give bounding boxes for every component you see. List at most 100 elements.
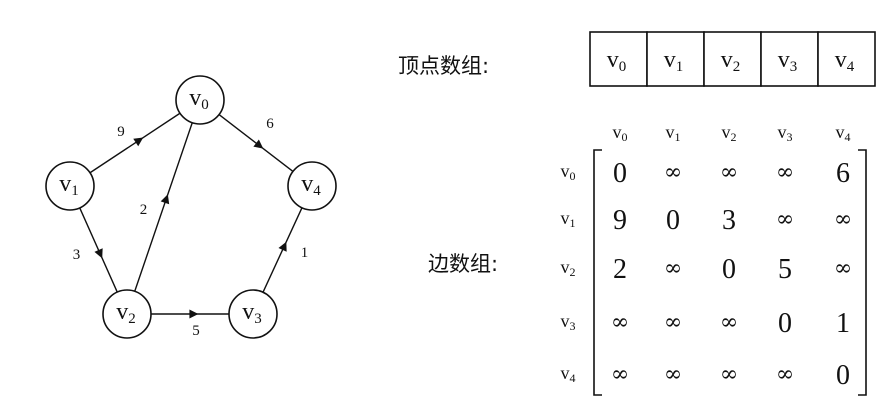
matrix-cell-2-4: ∞ <box>834 256 852 281</box>
row-header-1-subscript: 1 <box>570 216 576 230</box>
vertex-cell-label-2-subscript: 2 <box>733 59 741 75</box>
row-header-4: v4 <box>561 363 576 385</box>
row-header-0-subscript: 0 <box>570 169 576 183</box>
matrix-cell-4-4: 0 <box>836 360 850 391</box>
edge-arrow-v2-v3 <box>189 309 199 319</box>
vertex-cell-label-3-subscript: 3 <box>790 59 798 75</box>
matrix-left-bracket <box>593 149 602 396</box>
col-header-4-subscript: 4 <box>845 130 851 144</box>
edge-arrow-v0-v4 <box>253 139 264 149</box>
vertex-cell-2 <box>703 31 762 87</box>
matrix-cell-3-0: ∞ <box>611 310 629 335</box>
node-label-v0-letter: v <box>189 85 201 111</box>
edge-v1-v2 <box>79 207 118 293</box>
node-circle-v1 <box>45 161 95 211</box>
node-v4: v4 <box>287 161 337 211</box>
edge-weight-v1-v2: 3 <box>73 247 81 263</box>
node-label-v3-subscript: 3 <box>254 311 262 327</box>
vertex-cell-label-1-subscript: 1 <box>676 59 684 75</box>
row-header-1-letter: v <box>561 208 570 228</box>
vertex-array-label: 顶点数组: <box>398 54 489 78</box>
matrix-cell-3-2: ∞ <box>720 310 738 335</box>
matrix-cell-1-4: ∞ <box>834 207 852 232</box>
edge-weight-v3-v4: 1 <box>301 245 309 261</box>
node-label-v2-letter: v <box>116 299 128 325</box>
col-header-0-subscript: 0 <box>622 130 628 144</box>
row-header-2-subscript: 2 <box>570 265 576 279</box>
vertex-cell-label-0: v0 <box>607 47 627 75</box>
vertex-cell-label-3-letter: v <box>778 47 790 73</box>
vertex-cell-1 <box>646 31 705 87</box>
row-header-2-letter: v <box>561 257 570 277</box>
edge-weight-v0-v4: 6 <box>266 116 274 132</box>
col-header-4: v4 <box>836 122 851 144</box>
matrix-cell-1-3: ∞ <box>776 207 794 232</box>
row-header-3: v3 <box>561 311 576 333</box>
edge-array-label: 边数组: <box>428 252 498 276</box>
edge-arrow-v1-v2 <box>94 248 103 259</box>
col-header-0: v0 <box>613 122 628 144</box>
matrix-cell-4-2: ∞ <box>720 362 738 387</box>
matrix-right-bracket <box>858 149 867 396</box>
row-header-3-letter: v <box>561 311 570 331</box>
matrix-cell-4-3: ∞ <box>776 362 794 387</box>
matrix-cell-4-0: ∞ <box>611 362 629 387</box>
vertex-cell-label-1: v1 <box>664 47 684 75</box>
matrix-cell-2-0: 2 <box>613 254 627 285</box>
matrix-cell-4-1: ∞ <box>664 362 682 387</box>
node-circle-v3 <box>228 289 278 339</box>
node-label-v3-letter: v <box>242 299 254 325</box>
row-header-0: v0 <box>561 161 576 183</box>
vertex-cell-3 <box>760 31 819 87</box>
row-header-4-letter: v <box>561 363 570 383</box>
matrix-cell-0-4: 6 <box>836 158 850 189</box>
edge-v0-v4 <box>218 114 294 172</box>
col-header-2-letter: v <box>722 122 731 142</box>
node-label-v2-subscript: 2 <box>128 311 136 327</box>
matrix-cell-2-1: ∞ <box>664 256 682 281</box>
node-label-v2: v2 <box>116 299 136 327</box>
matrix-cell-3-4: 1 <box>836 308 850 339</box>
node-label-v1: v1 <box>59 171 79 199</box>
matrix-cell-3-1: ∞ <box>664 310 682 335</box>
edge-arrow-v3-v4 <box>278 241 287 252</box>
node-v3: v3 <box>228 289 278 339</box>
row-header-0-letter: v <box>561 161 570 181</box>
col-header-2-subscript: 2 <box>731 130 737 144</box>
matrix-cell-2-3: 5 <box>778 254 792 285</box>
node-label-v4-letter: v <box>301 171 313 197</box>
edge-v2-v0 <box>134 122 193 292</box>
col-header-0-letter: v <box>613 122 622 142</box>
matrix-cell-0-1: ∞ <box>664 160 682 185</box>
vertex-cell-label-0-subscript: 0 <box>619 59 627 75</box>
col-header-2: v2 <box>722 122 737 144</box>
node-circle-v0 <box>175 75 225 125</box>
vertex-cell-label-2-letter: v <box>721 47 733 73</box>
edge-arrow-v1-v0 <box>133 137 144 147</box>
vertex-cell-label-2: v2 <box>721 47 741 75</box>
col-header-1-subscript: 1 <box>675 130 681 144</box>
edge-arrow-v2-v0 <box>160 194 170 205</box>
col-header-1-letter: v <box>666 122 675 142</box>
node-label-v3: v3 <box>242 299 262 327</box>
vertex-cell-label-4-letter: v <box>835 47 847 73</box>
edge-v3-v4 <box>262 207 303 293</box>
vertex-cell-label-4-subscript: 4 <box>847 59 855 75</box>
node-label-v4-subscript: 4 <box>313 183 321 199</box>
matrix-cell-3-3: 0 <box>778 308 792 339</box>
edge-weight-v1-v0: 9 <box>117 124 125 140</box>
matrix-cell-0-0: 0 <box>613 158 627 189</box>
vertex-cell-4 <box>817 31 876 87</box>
edge-weight-v2-v0: 2 <box>140 202 148 218</box>
node-label-v0-subscript: 0 <box>201 97 209 113</box>
col-header-3: v3 <box>778 122 793 144</box>
node-circle-v4 <box>287 161 337 211</box>
